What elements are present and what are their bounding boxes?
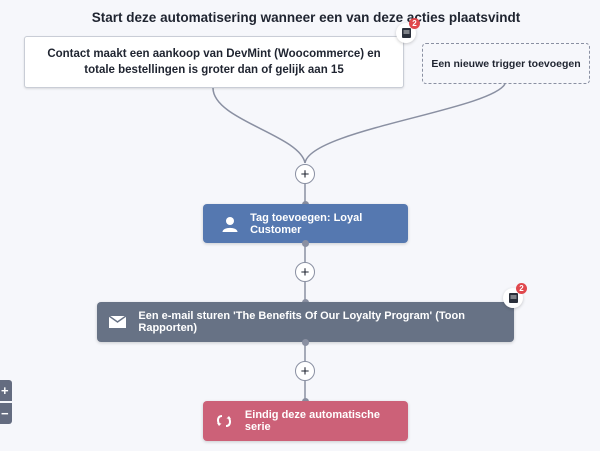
email-notes-button[interactable]: 2 xyxy=(503,283,527,308)
trigger-card[interactable]: Contact maakt een aankoop van DevMint (W… xyxy=(24,36,404,88)
connector-dot xyxy=(302,240,309,247)
trigger-notes-button[interactable]: 2 xyxy=(396,18,420,43)
minus-icon: − xyxy=(1,406,9,421)
note-icon xyxy=(508,293,518,303)
add-step-button[interactable]: + xyxy=(295,262,315,282)
add-trigger-label: Een nieuwe trigger toevoegen xyxy=(431,57,581,70)
notes-count-badge: 2 xyxy=(516,283,527,294)
action-send-email[interactable]: Een e-mail sturen 'The Benefits Of Our L… xyxy=(97,302,514,342)
add-step-button[interactable]: + xyxy=(295,164,315,184)
user-icon xyxy=(221,216,238,232)
plus-icon: + xyxy=(300,165,310,183)
action-end-automation[interactable]: Eindig deze automatische serie xyxy=(203,401,408,441)
plus-icon: + xyxy=(300,362,310,380)
action-label: Een e-mail sturen 'The Benefits Of Our L… xyxy=(138,310,465,334)
add-step-button[interactable]: + xyxy=(295,361,315,381)
trigger-label: Contact maakt een aankoop van DevMint (W… xyxy=(47,48,381,76)
plus-icon: + xyxy=(1,383,9,398)
loop-arrows-icon xyxy=(215,413,233,429)
plus-icon: + xyxy=(300,263,310,281)
notes-count-badge: 2 xyxy=(409,18,420,29)
add-trigger-button[interactable]: Een nieuwe trigger toevoegen xyxy=(422,43,590,84)
zoom-out-button[interactable]: − xyxy=(0,403,12,424)
zoom-in-button[interactable]: + xyxy=(0,380,12,401)
action-label: Eindig deze automatische serie xyxy=(244,409,381,433)
action-label: Tag toevoegen: Loyal Customer xyxy=(250,211,363,236)
connector-dot xyxy=(302,339,309,346)
note-icon xyxy=(401,28,411,38)
action-add-tag[interactable]: Tag toevoegen: Loyal Customer xyxy=(203,204,408,243)
envelope-icon xyxy=(109,314,127,330)
